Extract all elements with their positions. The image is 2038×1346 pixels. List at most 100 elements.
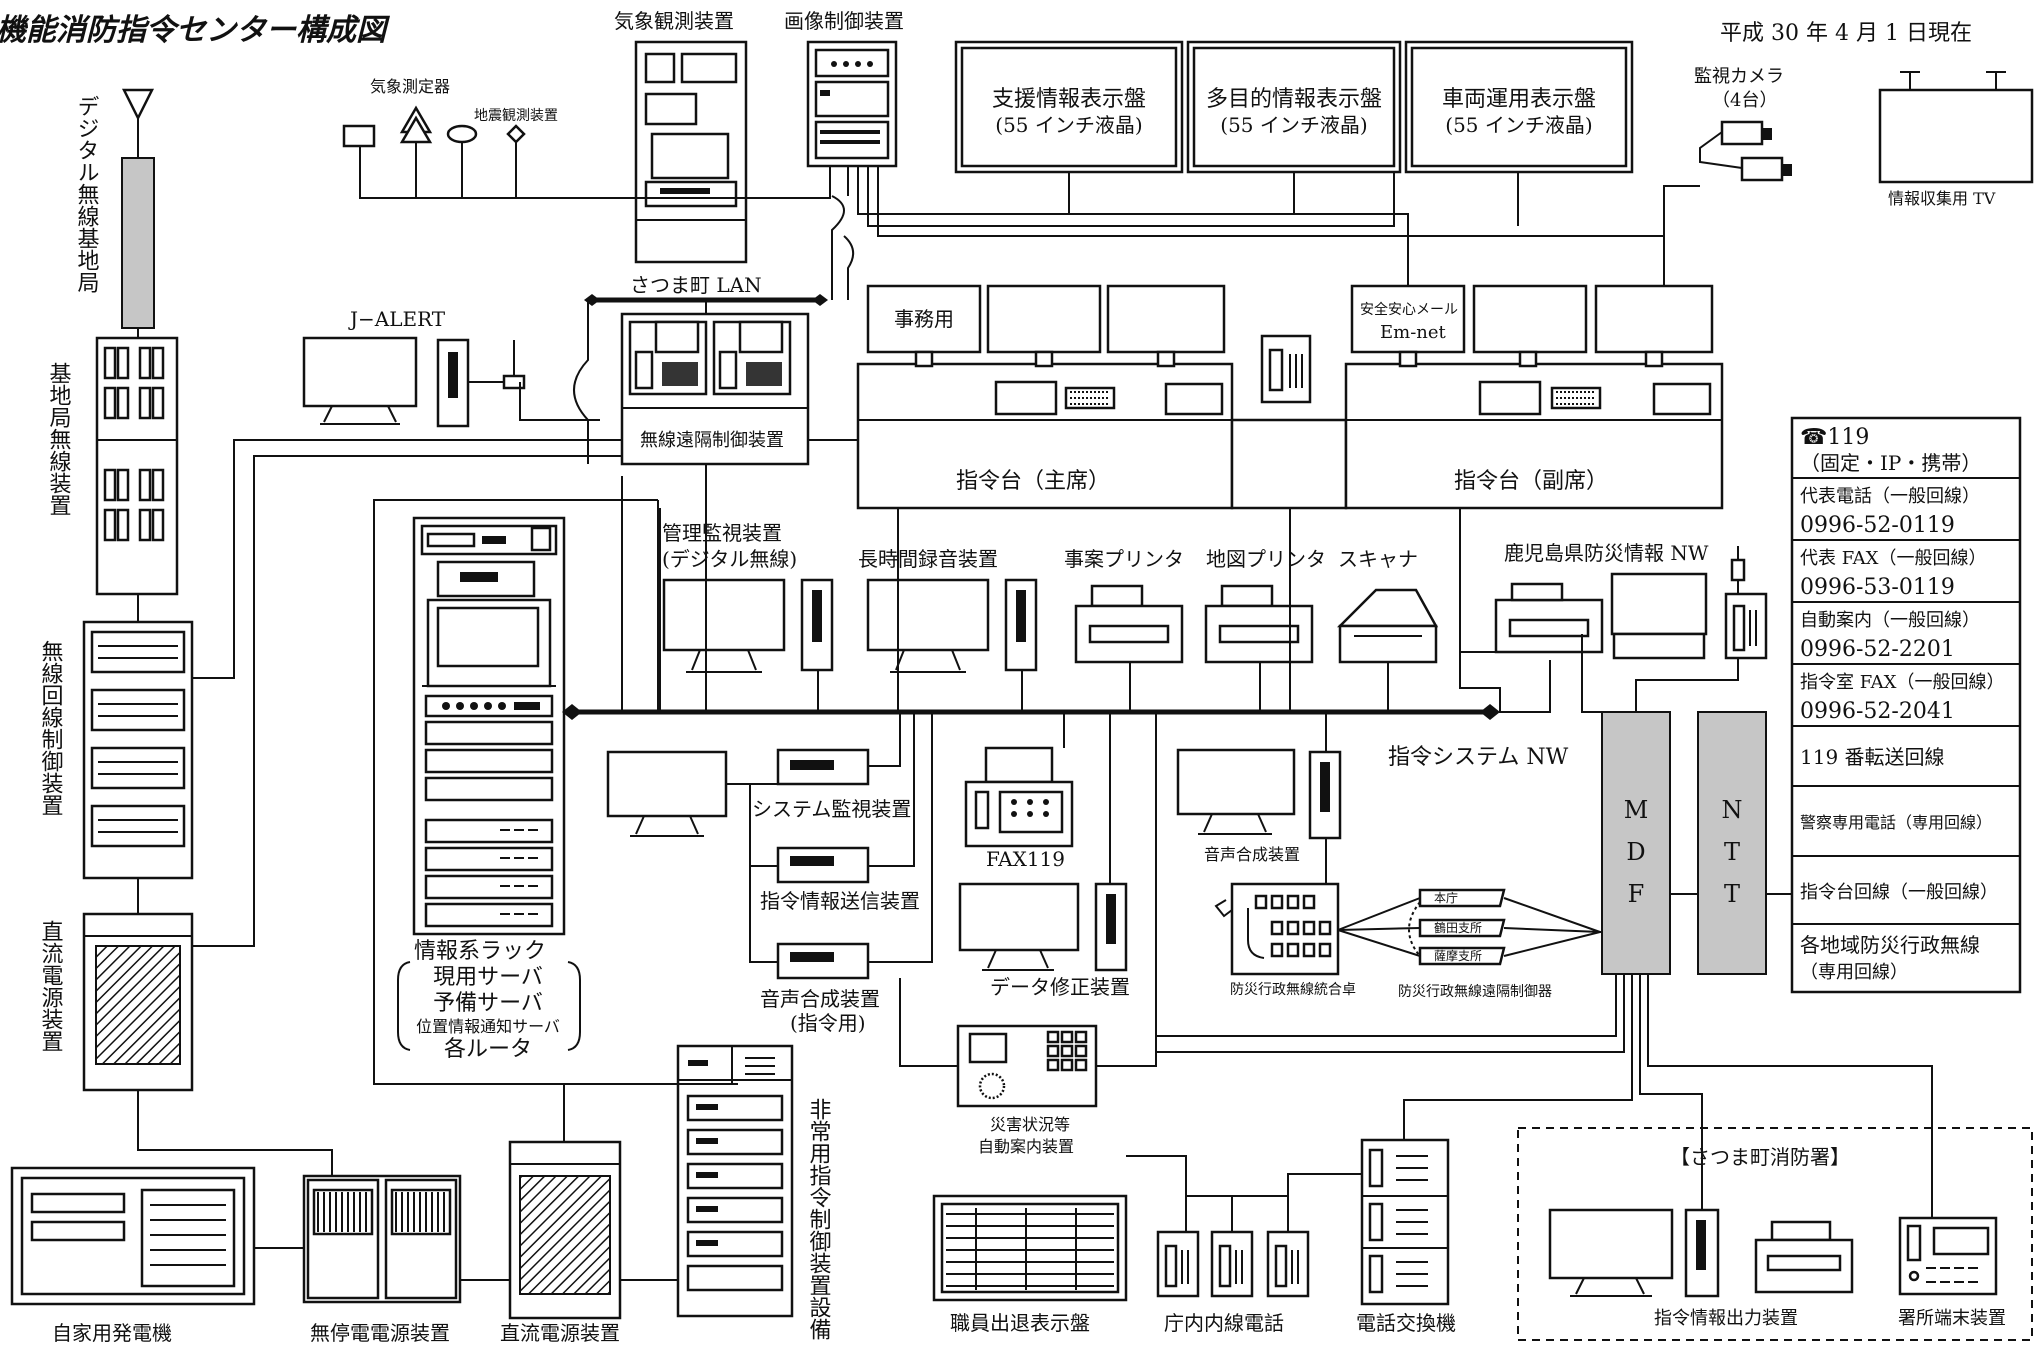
monitor-digital: 管理監視装置 (デジタル無線)	[662, 521, 834, 673]
camera-label: 監視カメラ	[1694, 66, 1784, 87]
radio-line-control: 無線回線制御装置	[38, 620, 194, 880]
line-9-label: 各地域防災行政無線	[1800, 933, 1980, 957]
mail-label-2: Em-net	[1380, 322, 1447, 343]
j-alert-monitor-icon	[302, 336, 418, 408]
generator: 自家用発電機	[10, 1166, 256, 1345]
disaster-radio: 防災行政無線統合卓	[1214, 882, 1356, 998]
info-rack: 情報系ラック 現用サーバ 予備サーバ 位置情報通知サーバ 各ルータ	[397, 516, 581, 1062]
large-display-3: 車両運用表示盤 (55 インチ液晶)	[1404, 40, 1634, 174]
dc-power-bottom-label: 直流電源装置	[500, 1321, 620, 1345]
voice-synth-label-2: (指令用)	[790, 1011, 866, 1035]
command-nw-label: 指令システム NW	[1388, 745, 1569, 770]
display-1-spec: (55 インチ液晶)	[995, 113, 1142, 137]
mdf-d: D	[1626, 838, 1645, 866]
system-monitor-pc	[606, 750, 728, 837]
exchange-label: 電話交換機	[1356, 1311, 1456, 1335]
lan-label: さつま町 LAN	[630, 273, 762, 297]
info-tv: 情報収集用 TV	[1878, 71, 2034, 208]
data-fix-label: データ修正装置	[990, 975, 1130, 999]
j-alert-label: J−ALERT	[348, 307, 446, 331]
voice-synth: 音声合成装置 (指令用)	[760, 942, 880, 1035]
line-control-label: 無線回線制御装置	[38, 640, 64, 816]
dc-power-bottom: 直流電源装置	[500, 1140, 622, 1345]
phone-exchange: 電話交換機	[1356, 1138, 1456, 1335]
display-2-spec: (55 インチ液晶)	[1220, 113, 1367, 137]
rack-title: 情報系ラック	[414, 939, 546, 964]
internal-phones: 庁内内線電話	[1156, 1230, 1310, 1335]
station-label: 【さつま町消防署】	[1670, 1145, 1850, 1169]
disaster-radio-label: 防災行政無線統合卓	[1230, 982, 1356, 998]
mdf-m: M	[1624, 796, 1649, 824]
staff-board: 職員出退表示盤	[932, 1194, 1128, 1335]
voice-synth-label-1: 音声合成装置	[760, 987, 880, 1011]
command-send: 指令情報送信装置	[760, 846, 920, 913]
line-6-label: 119 番転送回線	[1800, 745, 1945, 769]
display-3-name: 車両運用表示盤	[1442, 87, 1596, 112]
wiring	[137, 166, 1933, 1281]
seismic-label: 地震観測装置	[474, 107, 558, 124]
line-3-label: 代表 FAX（一般回線）	[1800, 548, 1986, 569]
scanner-label: スキャナ	[1338, 547, 1418, 571]
line-5-label: 指令室 FAX（一般回線）	[1800, 672, 2004, 693]
line-3-sub: 0996-53-0119	[1800, 575, 1955, 600]
case-printer-label: 事案プリンタ	[1064, 547, 1184, 571]
console-sub-label: 指令台（副席）	[1454, 469, 1608, 494]
kagoshima-nw-label: 鹿児島県防災情報 NW	[1504, 541, 1709, 565]
display-3-spec: (55 インチ液晶)	[1445, 113, 1592, 137]
base-radio-label: 基地局無線装置	[46, 362, 72, 516]
auto-guide-label-1: 災害状況等	[990, 1115, 1070, 1134]
camera-count: （4台）	[1712, 90, 1777, 111]
satsuma-branch-label: 薩摩支所	[1434, 948, 1482, 963]
antenna-mast-icon	[121, 157, 155, 329]
voice-synth-small-label: 音声合成装置	[1204, 845, 1300, 864]
radio-handset-icon	[1724, 592, 1768, 660]
ntt-t2: T	[1724, 880, 1740, 908]
mail-label-1: 安全安心メール	[1360, 301, 1458, 318]
map-printer: 地図プリンタ	[1204, 547, 1326, 664]
data-fix: データ修正装置	[958, 882, 1130, 999]
staff-board-label: 職員出退表示盤	[950, 1311, 1090, 1335]
satsuma-fire-station: 【さつま町消防署】 指令情報出力装置 署所端末装置	[1517, 1127, 2033, 1341]
radio-remote-controller: 無線遠隔制御装置	[620, 312, 810, 466]
tv-icon	[1878, 88, 2034, 184]
long-recorder: 長時間録音装置	[858, 547, 1038, 673]
display-1-name: 支援情報表示盤	[992, 87, 1146, 112]
emergency-controller: 非常用指令制御装置設備	[676, 1044, 832, 1340]
line-7-label: 警察専用電話（専用回線）	[1800, 813, 1992, 832]
office-label: 事務用	[894, 307, 954, 331]
weather-meters: 気象測定器 地震観測装置	[342, 77, 831, 199]
digital-radio-base: デジタル無線基地局	[74, 88, 155, 329]
line-9-sub: （専用回線）	[1800, 962, 1908, 983]
dc-power-hatch-icon	[95, 945, 181, 1065]
map-printer-label: 地図プリンタ	[1206, 547, 1326, 571]
line-table: ☎119 （固定・IP・携帯） 代表電話（一般回線） 0996-52-0119 …	[1790, 416, 2022, 994]
camera-icon	[1720, 120, 1764, 146]
mail-monitor	[1350, 284, 1466, 354]
auto-guide: 災害状況等 自動案内装置	[956, 1024, 1098, 1156]
command-send-label: 指令情報送信装置	[760, 889, 920, 913]
rack-item-4: 各ルータ	[444, 1037, 532, 1062]
case-printer: 事案プリンタ	[1064, 547, 1184, 664]
tsuruta-label: 鶴田支所	[1434, 920, 1482, 935]
ntt-t1: T	[1724, 838, 1740, 866]
fax-label: FAX119	[986, 847, 1065, 871]
line-1-sub: （固定・IP・携帯）	[1800, 451, 1981, 475]
date-label: 平成 30 年 4 月 1 日現在	[1720, 21, 1972, 46]
console-main: 事務用 指令台（主席）	[856, 284, 1234, 510]
image-controller: 画像制御装置	[784, 9, 904, 168]
internal-phone-icon	[1156, 1230, 1200, 1298]
line-2-label: 代表電話（一般回線）	[1800, 486, 1980, 507]
command-nw: 指令システム NW	[562, 704, 1569, 770]
ntt-n: N	[1722, 796, 1743, 824]
rack-item-2: 予備サーバ	[433, 991, 543, 1016]
console-main-label: 指令台（主席）	[956, 469, 1110, 494]
tv-label: 情報収集用 TV	[1888, 189, 1996, 208]
antenna-label: デジタル無線基地局	[74, 95, 100, 293]
voice-synth-small: 音声合成装置	[1176, 748, 1342, 864]
emergency-label: 非常用指令制御装置設備	[806, 1098, 832, 1340]
rack-item-1: 現用サーバ	[433, 965, 543, 990]
line-8-label: 指令台回線（一般回線）	[1800, 882, 1998, 903]
console-sub: 安全安心メール Em-net 指令台（副席）	[1344, 284, 1724, 510]
output-label: 指令情報出力装置	[1654, 1308, 1798, 1329]
weather-station: 気象観測装置	[614, 9, 748, 264]
